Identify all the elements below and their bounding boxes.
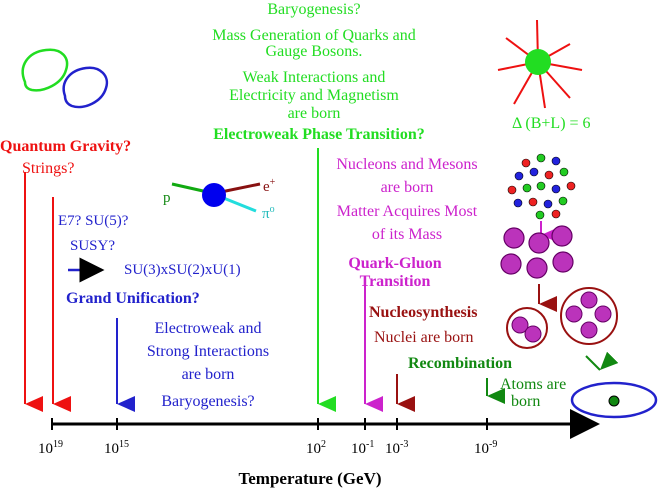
atom-nucleus (608, 395, 620, 407)
nucleus-large (560, 287, 618, 345)
susy-label: SUSY? (70, 238, 116, 254)
nucleons-line2: are born (380, 179, 434, 196)
matter-line1: Matter Acquires Most (336, 203, 478, 220)
strings-label: Strings? (22, 160, 75, 177)
electroweak-transition-title: Electroweak Phase Transition? (213, 126, 425, 143)
axis-title: Temperature (GeV) (238, 469, 382, 488)
tick-label-1e-3: 10-3 (385, 439, 409, 457)
weak-line1: Weak Interactions and (242, 69, 386, 86)
matter-line2: of its Mass (371, 226, 443, 243)
quantum-gravity-title: Quantum Gravity? (0, 138, 132, 155)
e7-su5-label: E7? SU(5)? (58, 213, 129, 229)
positron-label: e+ (263, 177, 276, 195)
baryogenesis-top: Baryogenesis? (267, 1, 361, 18)
string-loop-green (21, 48, 69, 92)
mass-generation-line2: Gauge Bosons. (265, 43, 363, 60)
proton-label: p (163, 190, 171, 206)
quark-soup (507, 153, 576, 220)
baryogenesis-bottom: Baryogenesis? (161, 393, 255, 410)
pion-label: πo (262, 204, 275, 222)
string-loop-blue (62, 66, 109, 109)
nucleons-line1: Nucleons and Mesons (336, 156, 478, 173)
quark-gluon-title-line1: Quark-Gluon (348, 255, 442, 272)
collision-vertex (202, 183, 226, 207)
tick-label-1e15: 1015 (104, 439, 129, 457)
delta-bl: Δ (B+L) = 6 (512, 115, 591, 132)
tick-label-1e-1: 10-1 (351, 439, 375, 457)
ew-strong-line1: Electroweak and (154, 320, 262, 337)
hadron-cluster (500, 225, 574, 279)
recombination-title: Recombination (408, 355, 512, 372)
tick-label-1e2: 102 (306, 439, 326, 457)
nucleosynthesis-title: Nucleosynthesis (369, 304, 478, 321)
atom-orbit (570, 381, 658, 419)
weak-line3: are born (287, 105, 341, 122)
atoms-born-line2: born (511, 393, 541, 410)
mass-generation-line1: Mass Generation of Quarks and (212, 27, 416, 44)
axis-ticks (51, 418, 488, 430)
ew-strong-line2: Strong Interactions (146, 343, 270, 360)
standard-model-group: SU(3)xSU(2)xU(1) (124, 262, 241, 278)
ew-strong-line3: are born (181, 366, 235, 383)
weak-line2: Electricity and Magnetism (229, 87, 399, 104)
tick-label-1e-9: 10-9 (474, 439, 498, 457)
atoms-born-line1: Atoms are (500, 376, 567, 393)
tick-label-1e19: 1019 (38, 439, 63, 457)
nucleus-small (506, 307, 548, 349)
nuclei-born-label: Nuclei are born (374, 329, 474, 346)
star-core (525, 49, 551, 75)
grand-unification-title: Grand Unification? (66, 290, 200, 307)
quark-gluon-title-line2: Transition (359, 273, 431, 290)
